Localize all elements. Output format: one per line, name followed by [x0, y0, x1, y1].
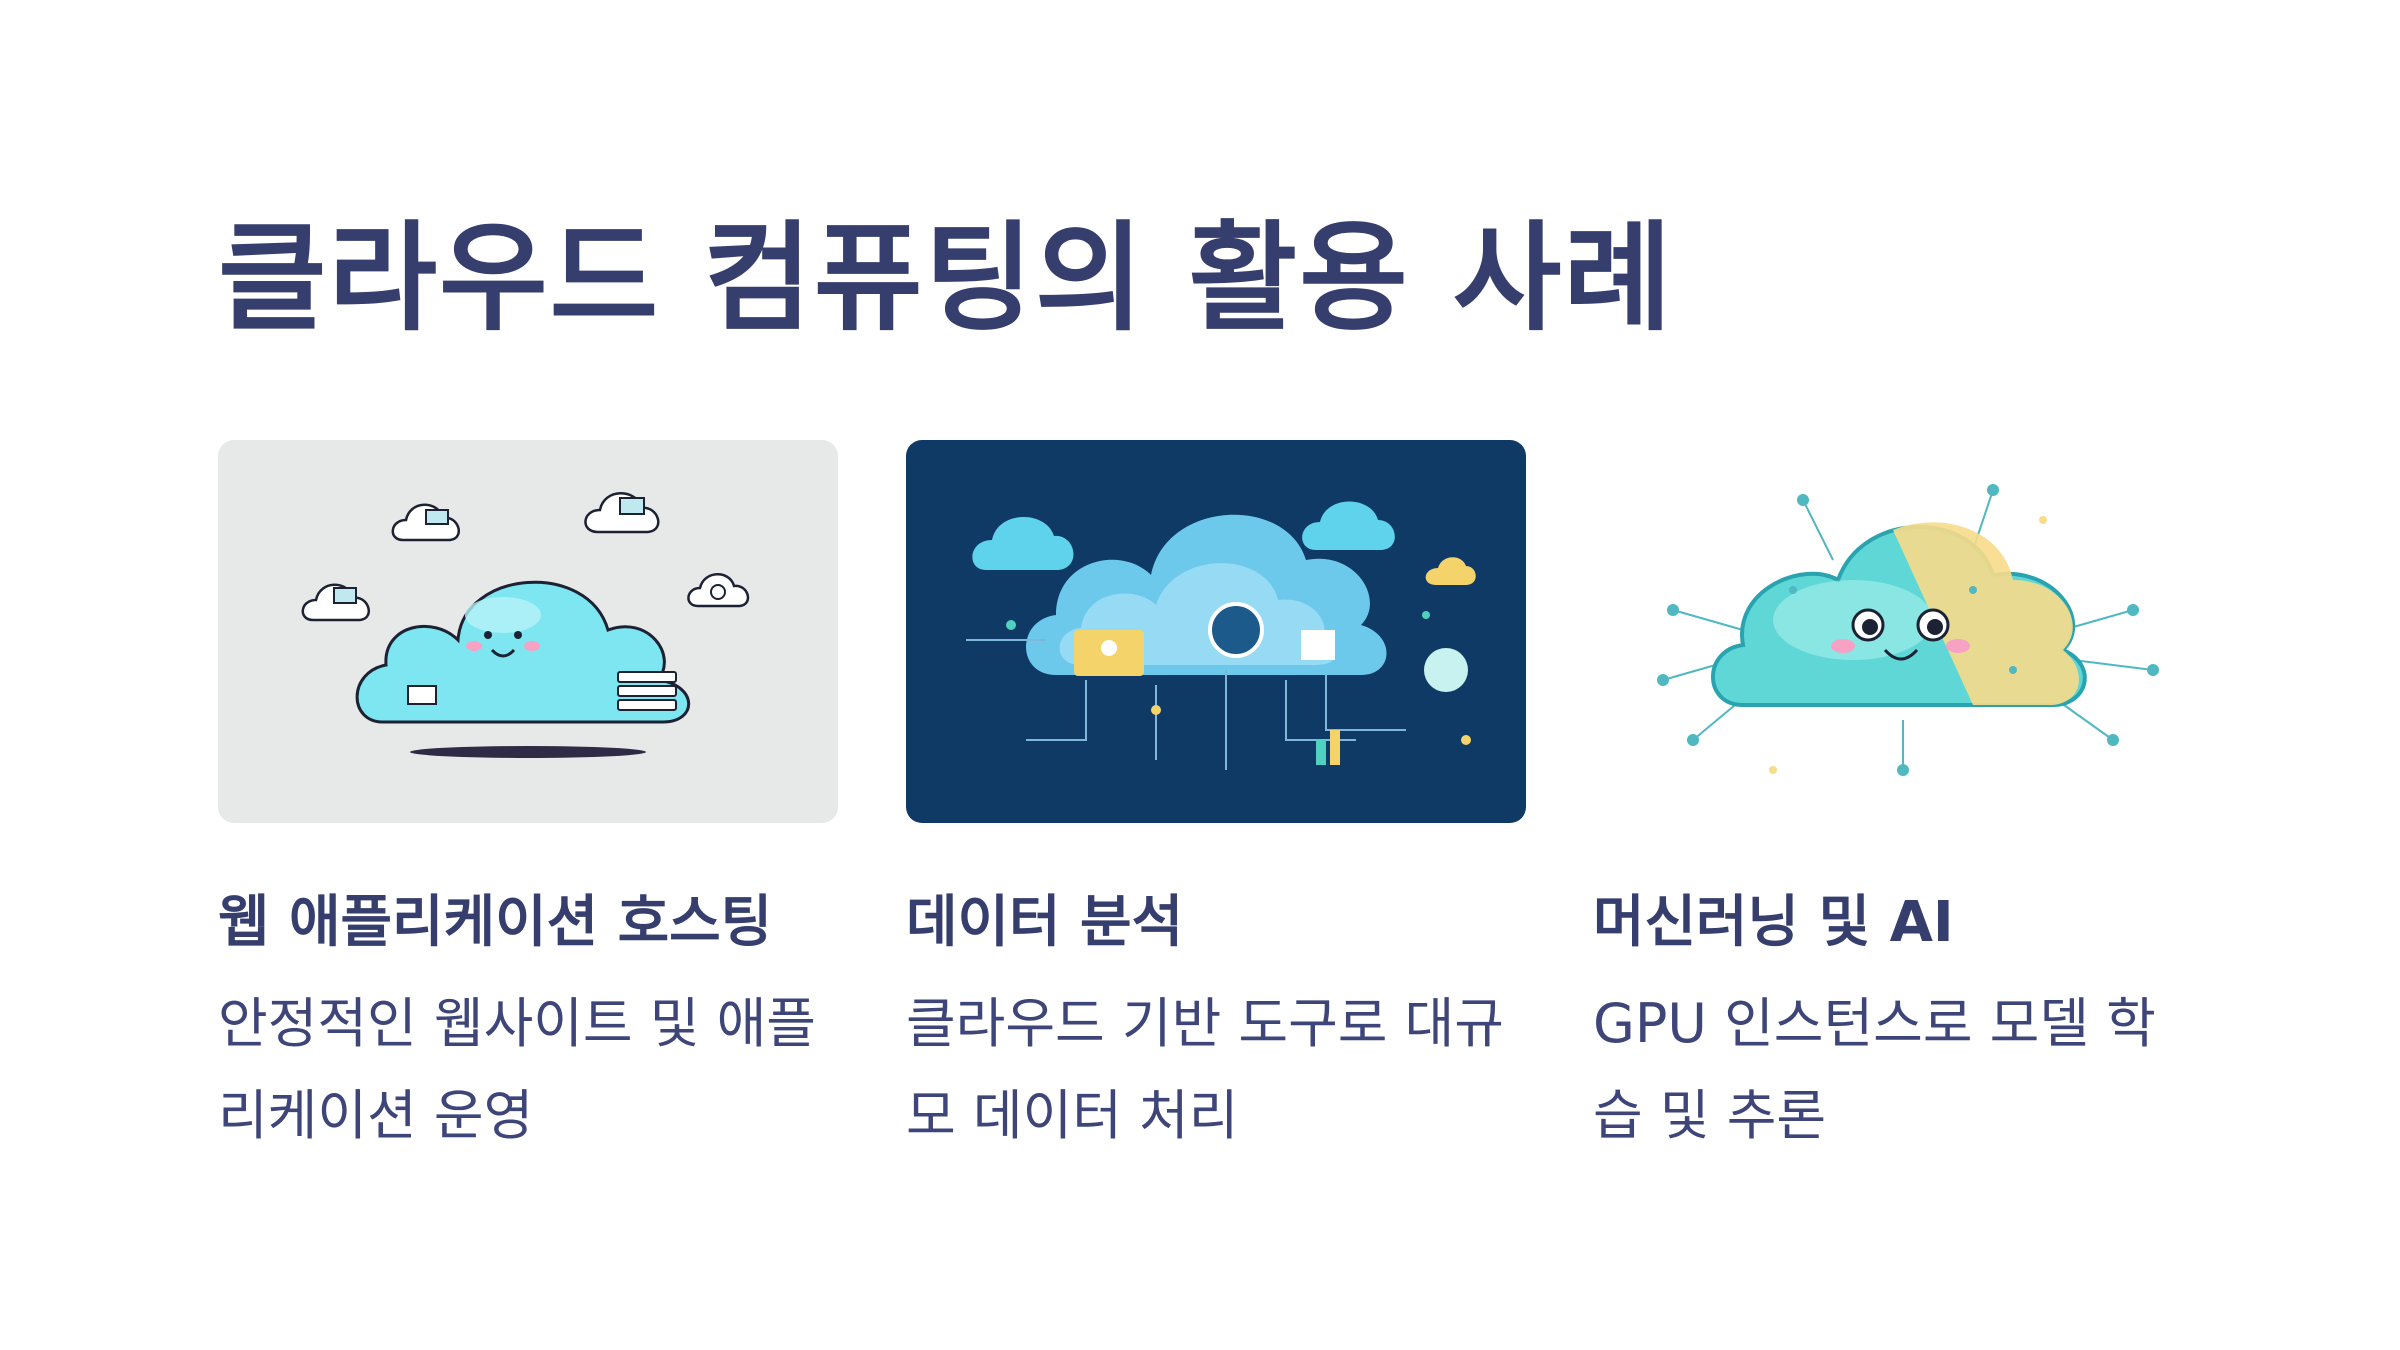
- cloud-hosting-illustration: [218, 440, 838, 823]
- cloud-ai-illustration: [1593, 440, 2213, 823]
- card-description: 클라우드 기반 도구로 대규모 데이터 처리: [906, 992, 1504, 1147]
- cloud-data-analysis-illustration: [906, 440, 1526, 823]
- card-web-hosting: 웹 애플리케이션 호스팅 안정적인 웹사이트 및 애플리케이션 운영: [218, 440, 838, 1147]
- card-title: 웹 애플리케이션 호스팅: [218, 890, 773, 955]
- card-title: 머신러닝 및 AI: [1593, 890, 1954, 955]
- card-machine-learning: 머신러닝 및 AI GPU 인스턴스로 모델 학습 및 추론: [1593, 440, 2213, 1147]
- card-description: 안정적인 웹사이트 및 애플리케이션 운영: [218, 992, 816, 1147]
- page-title: 클라우드 컴퓨팅의 활용 사례: [218, 209, 1674, 347]
- card-description: GPU 인스턴스로 모델 학습 및 추론: [1593, 992, 2156, 1147]
- card-title: 데이터 분석: [906, 890, 1184, 955]
- card-data-analysis: 데이터 분석 클라우드 기반 도구로 대규모 데이터 처리: [906, 440, 1526, 1147]
